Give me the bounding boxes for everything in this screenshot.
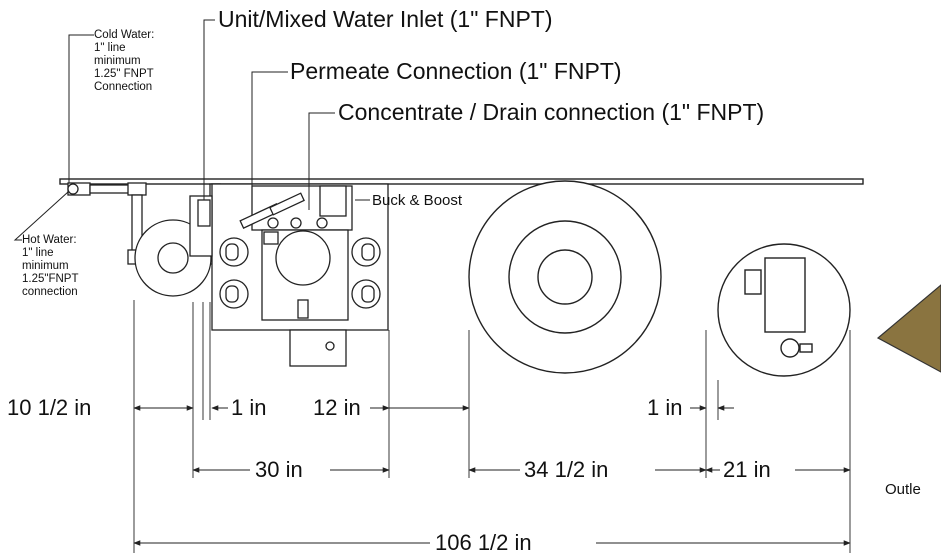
buck-boost-label: Buck & Boost xyxy=(372,192,463,209)
outlet-label: Outle xyxy=(885,481,921,498)
concentrate-label: Concentrate / Drain connection (1" FNPT) xyxy=(338,99,765,125)
cold-water-label: Cold Water: 1" line minimum 1.25" FNPT C… xyxy=(94,29,155,93)
unit-inlet-label: Unit/Mixed Water Inlet (1" FNPT) xyxy=(218,6,553,32)
mounting-rail xyxy=(59,178,864,185)
callout-leaders xyxy=(13,19,370,241)
dim-34-5: 34 1/2 in xyxy=(523,457,610,483)
permeate-label: Permeate Connection (1" FNPT) xyxy=(290,58,622,84)
dim-12: 12 in xyxy=(312,395,362,421)
extension-lines xyxy=(133,300,851,553)
dim-total: 106 1/2 in xyxy=(434,530,533,556)
dim-21: 21 in xyxy=(722,457,772,483)
dim-1-left: 1 in xyxy=(230,395,268,421)
hot-water-label: Hot Water: 1" line minimum 1.25"FNPT con… xyxy=(22,234,79,298)
pump-tank xyxy=(717,243,851,377)
storage-tank xyxy=(468,180,662,374)
outlet-device xyxy=(876,284,941,373)
dimension-lines xyxy=(133,405,851,546)
dim-30: 30 in xyxy=(254,457,304,483)
dim-1-right: 1 in xyxy=(646,395,684,421)
ro-unit xyxy=(189,183,389,367)
dim-10-5: 10 1/2 in xyxy=(6,395,93,421)
